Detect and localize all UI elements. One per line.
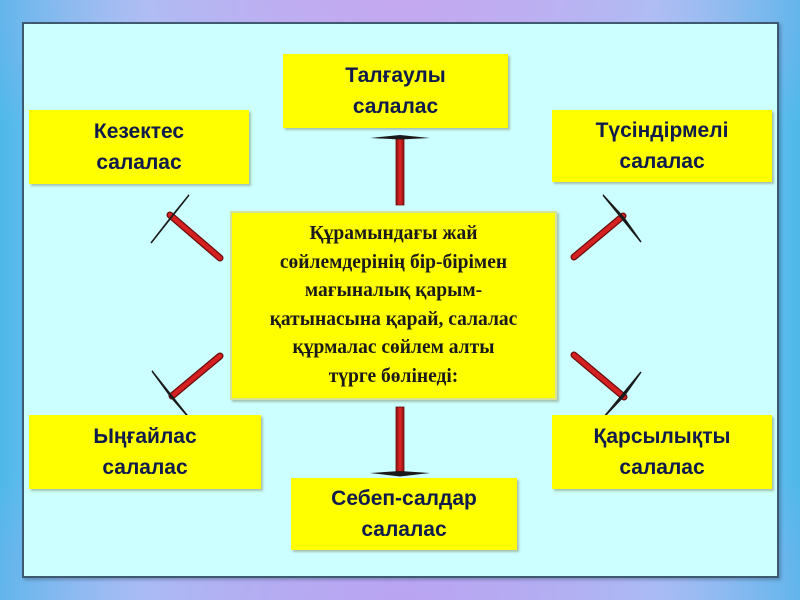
node-label-line-1: Түсіндірмелі: [595, 119, 729, 142]
definition-line-5: құрмалас сөйлем алты: [292, 337, 495, 358]
central-definition-box: Құрамындағы жай сөйлемдерінің бір-біріме…: [230, 211, 557, 400]
node-label-line-1: Себеп-салдар: [331, 487, 477, 510]
definition-line-2: сөйлемдерінің бір-бірімен: [279, 251, 508, 273]
node-sebep-saldar-salalas: Себеп-салдар салалас: [291, 478, 517, 550]
node-label-line-2: салалас: [352, 95, 439, 118]
node-label-line-1: Кезектес: [93, 120, 185, 143]
node-label-line-2: салалас: [361, 518, 447, 541]
node-label-line-2: салалас: [96, 151, 182, 174]
node-tusindirmeli-salalas: Түсіндірмелі салалас: [552, 110, 772, 182]
definition-line-4: қатынасына қарай, салалас: [269, 308, 518, 330]
node-label-line-2: салалас: [619, 456, 705, 479]
node-label-line-2: салалас: [619, 150, 705, 173]
node-yngailas-salalas: Ыңғайлас салалас: [29, 415, 261, 489]
node-label-line-1: Ыңғайлас: [93, 425, 197, 448]
node-kezektes-salalas: Кезектес салалас: [29, 110, 249, 184]
node-talgauly-salalas: Талғаулы салалас: [283, 54, 508, 128]
node-label-line-1: Талғаулы: [345, 64, 446, 87]
definition-line-3: мағыналық қарым-: [304, 280, 483, 301]
definition-line-6: түрге бөлінеді:: [328, 365, 459, 387]
node-label-line-1: Қарсылықты: [593, 425, 731, 448]
node-label-line-2: салалас: [102, 456, 188, 479]
node-karsylykty-salalas: Қарсылықты салалас: [552, 415, 772, 489]
definition-line-1: Құрамындағы жай: [309, 223, 478, 244]
